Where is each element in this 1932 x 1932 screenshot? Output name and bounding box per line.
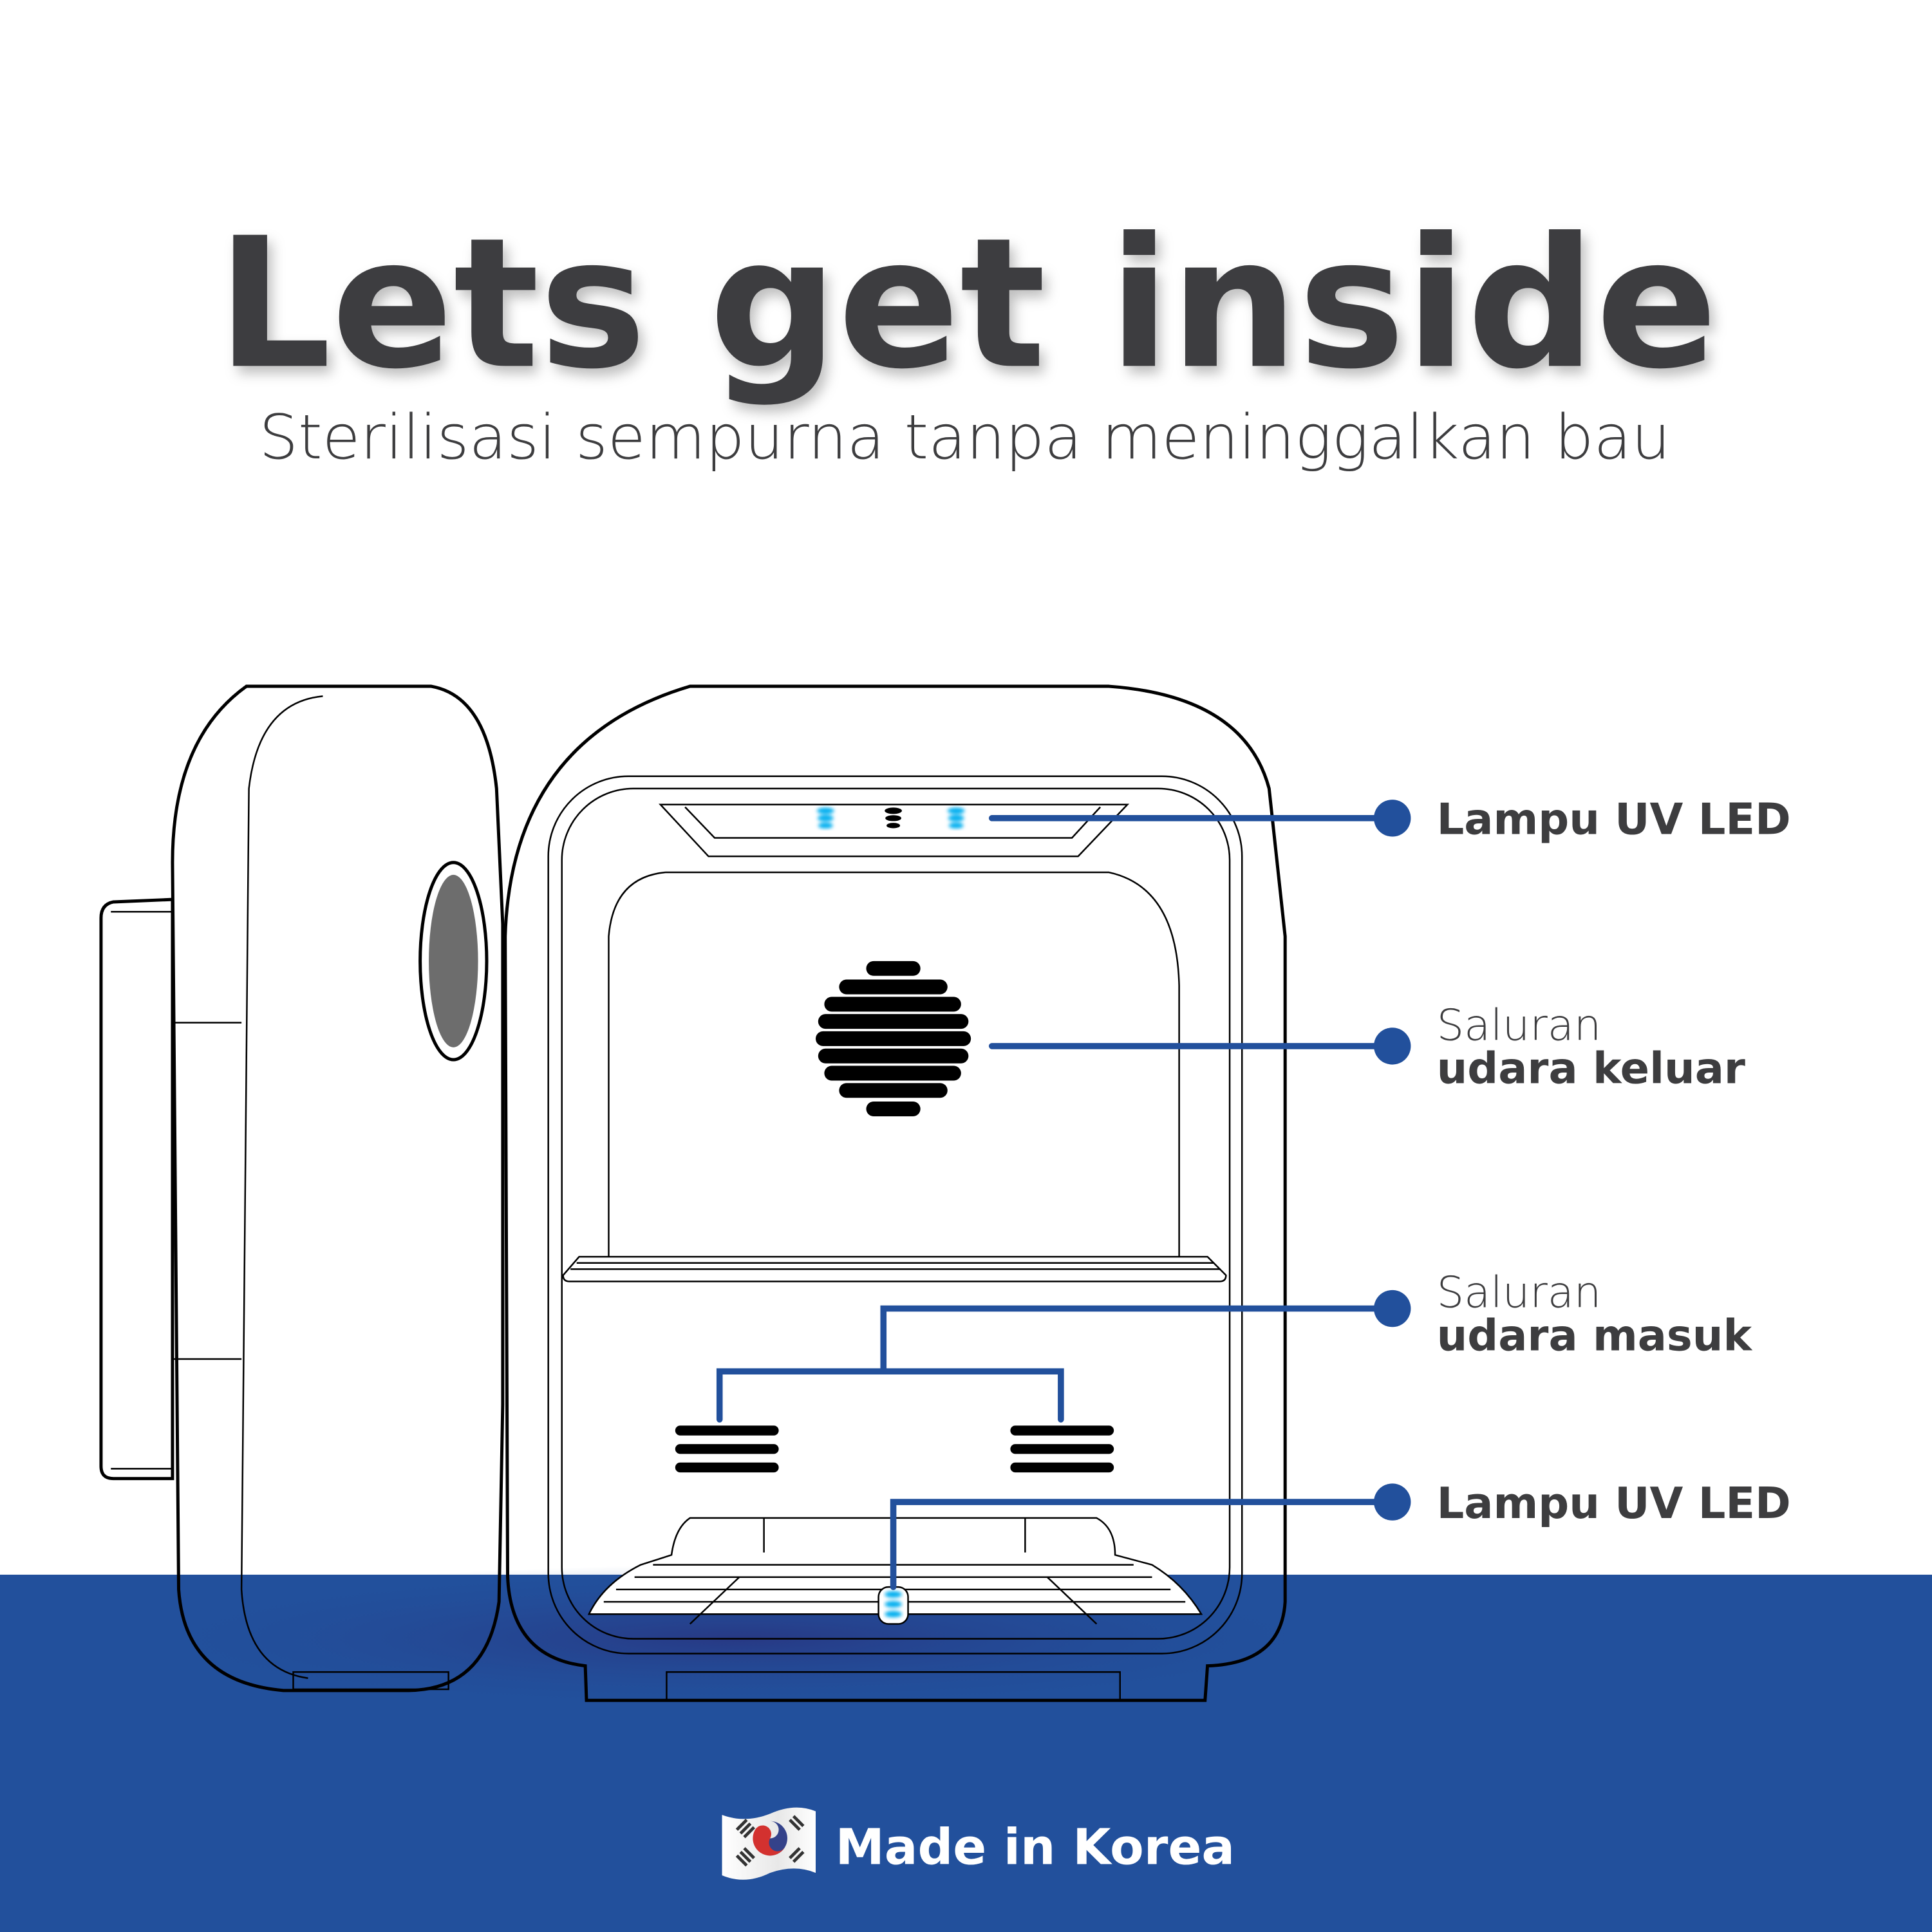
uv-led-icon	[816, 807, 965, 829]
page-title: Lets get inside	[217, 199, 1718, 408]
sterilizer-door	[99, 684, 505, 1693]
callout-intake-line2: udara masuk	[1437, 1311, 1753, 1361]
bottom-uv-led-icon	[885, 1591, 902, 1618]
callout-dot	[1374, 1027, 1411, 1065]
callout-lines	[716, 800, 1411, 1590]
south-korea-flag-icon	[722, 1807, 816, 1880]
door-panel	[171, 684, 505, 1693]
page-subtitle: Sterilisasi sempurna tanpa meninggalkan …	[259, 401, 1670, 473]
top-led-bar	[658, 803, 1130, 858]
callout-exhaust-line2: udara keluar	[1437, 1043, 1745, 1093]
exhaust-vent-icon	[816, 961, 971, 1116]
callout-dot	[1374, 800, 1411, 837]
callout-uv-led-bottom: Lampu UV LED	[1437, 1478, 1791, 1528]
callout-uv-led-top: Lampu UV LED	[1437, 794, 1791, 845]
callout-dot	[1374, 1483, 1411, 1521]
sensor-icon	[885, 807, 902, 829]
intake-vent-icon	[675, 1425, 1114, 1473]
callout-dot	[1374, 1290, 1411, 1327]
shelf	[562, 1255, 1227, 1282]
callout-exhaust-line1: Saluran	[1437, 1000, 1602, 1050]
door-handle	[99, 897, 174, 1481]
made-in-korea-text: Made in Korea	[836, 1819, 1235, 1877]
callout-intake-line1: Saluran	[1437, 1268, 1602, 1318]
door-knob	[418, 861, 489, 1062]
